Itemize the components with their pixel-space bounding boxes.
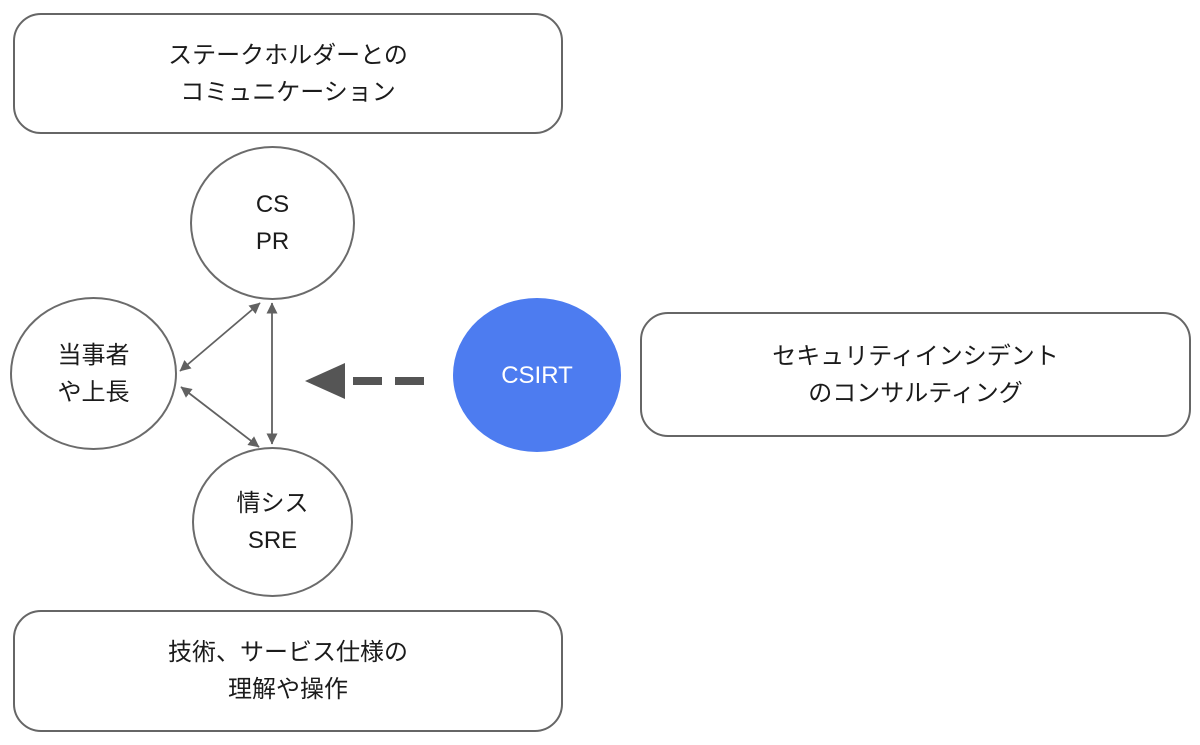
security-consulting-label-line1: セキュリティインシデント	[772, 342, 1059, 370]
stakeholder-communication-label-line1: ステークホルダーとの	[168, 41, 408, 69]
node-csirt: CSIRT	[453, 298, 621, 452]
arrow-parties-infosys	[180, 386, 260, 448]
stakeholder-communication-label-line2: コミュニケーション	[180, 78, 396, 106]
node-infosys-sre: 情シス SRE	[192, 447, 353, 597]
stakeholder-communication-box: ステークホルダーとの コミュニケーション	[13, 13, 563, 134]
technical-understanding-box: 技術、サービス仕様の 理解や操作	[13, 610, 563, 732]
node-infosys-sre-label-line2: SRE	[247, 527, 298, 554]
security-consulting-box: セキュリティインシデント のコンサルティング	[640, 312, 1191, 437]
csirt-dashed-arrowhead-icon	[305, 363, 345, 399]
arrow-parties-cspr	[179, 302, 261, 372]
node-cs-pr-label-line1: CS	[255, 191, 290, 218]
technical-understanding-label-line2: 理解や操作	[228, 676, 348, 703]
node-parties-superiors: 当事者 や上長	[10, 297, 177, 450]
node-parties-superiors-label-line2: や上長	[57, 378, 130, 406]
technical-understanding-label-line1: 技術、サービス仕様の	[168, 639, 408, 666]
node-cs-pr: CS PR	[190, 146, 355, 300]
node-parties-superiors-label-line1: 当事者	[57, 341, 130, 369]
security-consulting-label-line2: のコンサルティング	[808, 379, 1023, 407]
node-csirt-label: CSIRT	[501, 361, 573, 389]
node-cs-pr-label-line2: PR	[255, 228, 290, 255]
node-infosys-sre-label-line1: 情シス	[236, 490, 309, 517]
